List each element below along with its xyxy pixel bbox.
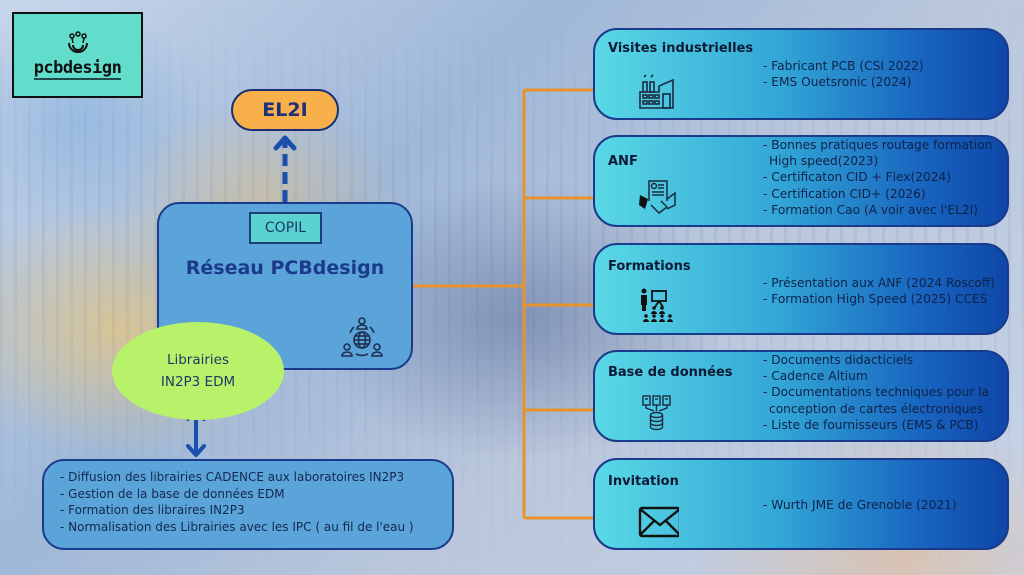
card-item: - Liste de fournisseurs (EMS & PCB): [763, 417, 979, 432]
network-title: Réseau PCBdesign: [185, 257, 385, 279]
presentation-audience-icon: [641, 288, 673, 322]
card-items: - Documents didacticiels - Cadence Altiu…: [763, 352, 989, 433]
el2i-node[interactable]: EL2I: [231, 89, 339, 131]
circuit-smile-icon: [67, 30, 88, 53]
card-item: - EMS Ouetsronic (2024): [763, 75, 912, 90]
libraries-line1: Librairies: [166, 352, 230, 368]
libraries-task: - Gestion de la base de données EDM: [60, 486, 285, 501]
card-items: - Wurth JME de Grenoble (2021): [763, 497, 957, 513]
card-item: - Formation High Speed (2025) CCES: [763, 292, 988, 307]
card-title: Formations: [608, 259, 691, 274]
card-items: - Bonnes pratiques routage formation Hig…: [763, 137, 992, 218]
card-title: Invitation: [608, 474, 679, 489]
card-items: - Présentation aux ANF (2024 Roscoff) - …: [763, 275, 995, 307]
orange-connector-tree: [413, 90, 618, 518]
libraries-task: - Diffusion des librairies CADENCE aux l…: [60, 470, 405, 484]
database-documents-icon: [642, 395, 671, 431]
card-item: - Fabricant PCB (CSI 2022): [763, 59, 924, 73]
card-base-de-donnees[interactable]: Base de données - Documents didacticiels…: [593, 350, 1009, 442]
card-item: - Certificaton CID + Flex(2024): [763, 170, 952, 185]
factory-icon: [639, 74, 674, 109]
copil-badge: COPIL: [249, 212, 322, 244]
card-item: High speed(2023): [769, 154, 879, 169]
card-item: - Certification CID+ (2026): [763, 186, 926, 201]
card-item: - Cadence Altium: [763, 369, 868, 384]
libraries-ellipse[interactable]: Librairies IN2P3 EDM: [112, 322, 284, 420]
libraries-task: - Normalisation des Librairies avec les …: [60, 519, 414, 534]
libraries-task: - Formation des libraires IN2P3: [60, 503, 245, 517]
pcbdesign-logo: pcbdesign: [12, 12, 143, 98]
card-item: - Formation Cao (A voir avec l'EL2I): [763, 202, 978, 217]
copil-label: COPIL: [264, 220, 307, 236]
card-item: - Bonnes pratiques routage formation: [763, 138, 993, 152]
card-title: Base de données: [608, 365, 733, 380]
network-people-globe-icon: [341, 317, 383, 357]
card-title: ANF: [608, 154, 638, 169]
handshake-contract-icon: [639, 180, 676, 214]
card-item: - Présentation aux ANF (2024 Roscoff): [763, 276, 995, 290]
card-invitation[interactable]: Invitation - Wurth JME de Grenoble (2021…: [593, 458, 1009, 550]
card-formations[interactable]: Formations - Présentation aux ANF (2024 …: [593, 243, 1009, 335]
el2i-label: EL2I: [262, 99, 308, 121]
card-anf[interactable]: ANF - Bonnes pratiques routage formation…: [593, 135, 1009, 227]
card-visites-industrielles[interactable]: Visites industrielles - Fabricant PCB (C…: [593, 28, 1009, 120]
libraries-line2: IN2P3 EDM: [160, 374, 236, 390]
card-item: - Documentations techniques pour la: [763, 385, 990, 400]
logo-text: pcbdesign: [33, 57, 122, 80]
envelope-icon: [638, 506, 679, 538]
libraries-tasks-box: - Diffusion des librairies CADENCE aux l…: [42, 459, 454, 550]
card-item: - Wurth JME de Grenoble (2021): [763, 498, 957, 512]
card-title: Visites industrielles: [608, 41, 754, 56]
card-items: - Fabricant PCB (CSI 2022) - EMS Ouetsro…: [763, 58, 924, 90]
card-item: - Documents didacticiels: [763, 353, 914, 367]
dashed-arrow-to-el2i: [273, 135, 297, 202]
card-item: conception de cartes électroniques: [769, 401, 984, 416]
